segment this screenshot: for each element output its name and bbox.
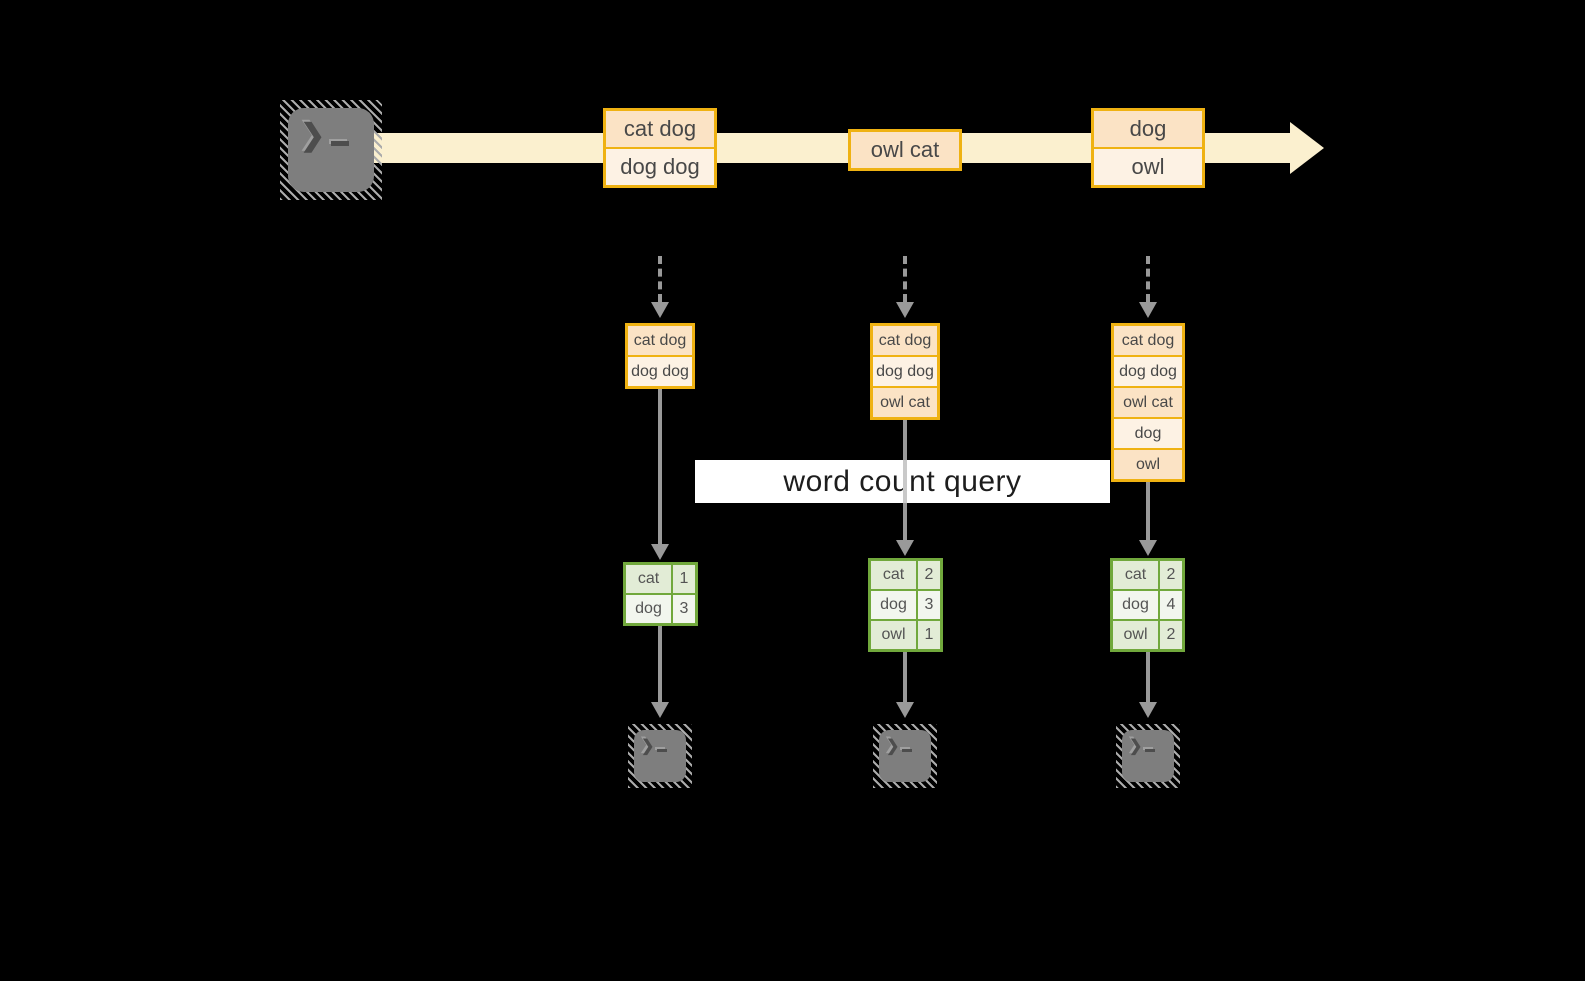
count-value: 3 [918, 591, 940, 619]
batch-record: cat dog [606, 111, 714, 147]
source-terminal-icon: ❯ [280, 100, 382, 200]
batch-box-1: cat dog dog dog [603, 108, 717, 188]
count-word: cat [626, 565, 671, 593]
terminal-screen: ❯ [288, 108, 374, 192]
state-stack-2: cat dog dog dog owl cat [870, 323, 940, 420]
query-label-box: word count query [695, 460, 1110, 503]
count-word: cat [871, 561, 916, 589]
arrowhead-icon [896, 702, 914, 718]
arrow-line [658, 389, 662, 544]
count-value: 4 [1160, 591, 1182, 619]
batch-record: dog [1094, 111, 1202, 147]
count-value: 2 [918, 561, 940, 589]
count-value: 2 [1160, 621, 1182, 649]
terminal-prompt-icon: ❯ [879, 730, 913, 756]
count-word: dog [626, 595, 671, 623]
state-record: dog dog [628, 355, 692, 386]
state-record: cat dog [1114, 326, 1182, 355]
terminal-prompt-icon: ❯ [1122, 730, 1156, 756]
count-word: owl [871, 621, 916, 649]
prompt-cursor [657, 749, 668, 752]
state-record: dog [1114, 417, 1182, 448]
count-word: cat [1113, 561, 1158, 589]
prompt-cursor [1145, 749, 1156, 752]
count-table-2: cat 2 dog 3 owl 1 [868, 558, 943, 652]
prompt-chevron: ❯ [300, 119, 326, 152]
batch-box-2: owl cat [848, 129, 962, 171]
arrowhead-icon [651, 702, 669, 718]
count-word: dog [871, 591, 916, 619]
dashed-arrowhead-icon [651, 302, 669, 318]
batch-box-3: dog owl [1091, 108, 1205, 188]
batch-record: owl [1094, 147, 1202, 185]
count-value: 3 [673, 595, 695, 623]
arrow-line-through-label [903, 460, 907, 503]
sink-terminal-icon: ❯ [628, 724, 692, 788]
prompt-chevron: ❯ [1129, 738, 1143, 755]
prompt-chevron: ❯ [886, 738, 900, 755]
dashed-arrowhead-icon [1139, 302, 1157, 318]
terminal-screen: ❯ [1122, 730, 1174, 782]
sink-terminal-icon: ❯ [1116, 724, 1180, 788]
arrowhead-icon [1139, 540, 1157, 556]
query-label: word count query [783, 464, 1022, 498]
state-record: owl cat [873, 386, 937, 417]
batch-record: dog dog [606, 147, 714, 185]
state-record: dog dog [1114, 355, 1182, 386]
state-stack-1: cat dog dog dog [625, 323, 695, 389]
count-value: 1 [673, 565, 695, 593]
state-record: owl cat [1114, 386, 1182, 417]
dashed-arrow-line [903, 256, 907, 302]
count-table-1: cat 1 dog 3 [623, 562, 698, 626]
arrowhead-icon [651, 544, 669, 560]
state-record: dog dog [873, 355, 937, 386]
batch-record: owl cat [851, 132, 959, 168]
terminal-prompt-icon: ❯ [634, 730, 668, 756]
prompt-cursor [902, 749, 913, 752]
state-record: cat dog [873, 326, 937, 355]
sink-terminal-icon: ❯ [873, 724, 937, 788]
count-word: owl [1113, 621, 1158, 649]
terminal-prompt-icon: ❯ [288, 108, 350, 153]
state-stack-3: cat dog dog dog owl cat dog owl [1111, 323, 1185, 482]
dashed-arrowhead-icon [896, 302, 914, 318]
prompt-cursor [331, 141, 350, 146]
timeline-arrowhead-icon [1290, 122, 1324, 174]
terminal-screen: ❯ [634, 730, 686, 782]
dashed-arrow-line [658, 256, 662, 302]
prompt-chevron: ❯ [641, 738, 655, 755]
arrow-line [1146, 482, 1150, 540]
count-value: 1 [918, 621, 940, 649]
state-record: cat dog [628, 326, 692, 355]
arrow-line [1146, 652, 1150, 702]
count-word: dog [1113, 591, 1158, 619]
terminal-screen: ❯ [879, 730, 931, 782]
arrow-line [658, 626, 662, 702]
count-value: 2 [1160, 561, 1182, 589]
arrow-line [903, 652, 907, 702]
arrowhead-icon [896, 540, 914, 556]
dashed-arrow-line [1146, 256, 1150, 302]
arrowhead-icon [1139, 702, 1157, 718]
count-table-3: cat 2 dog 4 owl 2 [1110, 558, 1185, 652]
state-record: owl [1114, 448, 1182, 479]
